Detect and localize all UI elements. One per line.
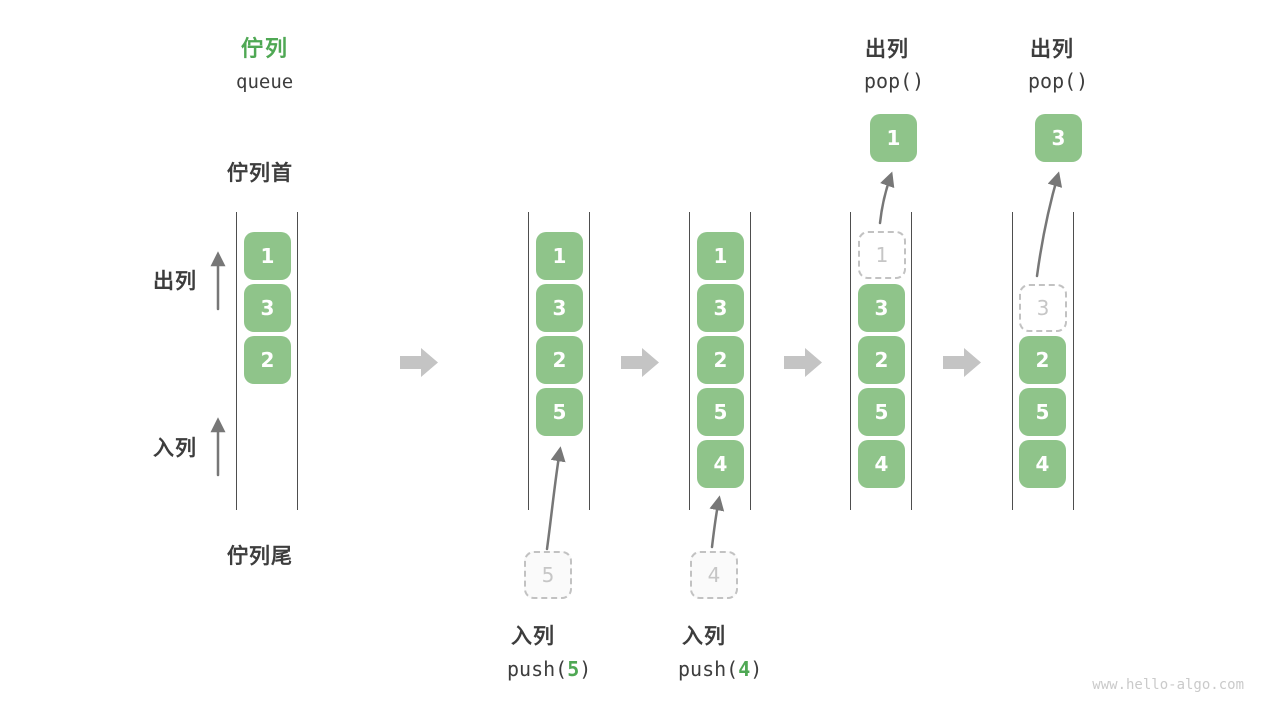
state-transition-arrow-icon — [621, 348, 659, 377]
removed-slot-box: 1 — [858, 231, 906, 279]
state-transition-arrow-icon — [784, 348, 822, 377]
enqueue-op-label: 入列 — [682, 624, 726, 648]
pop-code-label: pop() — [864, 69, 925, 93]
queue-cell: 2 — [1019, 336, 1066, 384]
queue-cell: 4 — [1019, 440, 1066, 488]
queue-cell: 2 — [858, 336, 905, 384]
queue-container-5 — [1012, 212, 1074, 510]
push-arg: 5 — [567, 657, 580, 681]
push-close: ) — [579, 657, 592, 681]
push-close: ) — [750, 657, 763, 681]
popped-value-box: 1 — [870, 114, 917, 162]
watermark: www.hello-algo.com — [1092, 677, 1244, 693]
push-code-label: push(4) — [678, 657, 762, 681]
queue-container-4 — [850, 212, 912, 510]
queue-cell: 1 — [697, 232, 744, 280]
queue-front-label: 佇列首 — [227, 161, 293, 185]
push-code-label: push(5) — [507, 657, 591, 681]
queue-cell: 3 — [244, 284, 291, 332]
queue-cell: 5 — [1019, 388, 1066, 436]
queue-container-2 — [528, 212, 590, 510]
state-transition-arrow-icon — [943, 348, 981, 377]
push-arg: 4 — [738, 657, 751, 681]
queue-container-3 — [689, 212, 751, 510]
enqueue-op-label: 入列 — [511, 624, 555, 648]
queue-cell: 4 — [697, 440, 744, 488]
push-fn: push( — [678, 657, 739, 681]
queue-cell: 3 — [536, 284, 583, 332]
page-title: 佇列 — [241, 37, 290, 62]
pending-push-box: 4 — [690, 551, 738, 599]
enqueue-side-label: 入列 — [153, 436, 197, 460]
removed-slot-box: 3 — [1019, 284, 1067, 332]
dequeue-op-label: 出列 — [865, 37, 909, 61]
queue-cell: 2 — [536, 336, 583, 384]
queue-cell: 4 — [858, 440, 905, 488]
dequeue-op-label: 出列 — [1030, 37, 1074, 61]
popped-value-box: 3 — [1035, 114, 1082, 162]
queue-cell: 5 — [536, 388, 583, 436]
queue-cell: 5 — [858, 388, 905, 436]
queue-cell: 1 — [244, 232, 291, 280]
page-subtitle: queue — [236, 71, 294, 93]
dequeue-side-label: 出列 — [153, 269, 197, 293]
state-transition-arrow-icon — [400, 348, 438, 377]
queue-container-1 — [236, 212, 298, 510]
queue-rear-label: 佇列尾 — [227, 544, 293, 568]
queue-cell: 2 — [244, 336, 291, 384]
pop-code-label: pop() — [1028, 69, 1089, 93]
queue-cell: 2 — [697, 336, 744, 384]
queue-cell: 5 — [697, 388, 744, 436]
queue-cell: 3 — [858, 284, 905, 332]
push-fn: push( — [507, 657, 568, 681]
queue-cell: 3 — [697, 284, 744, 332]
queue-cell: 1 — [536, 232, 583, 280]
pending-push-box: 5 — [524, 551, 572, 599]
